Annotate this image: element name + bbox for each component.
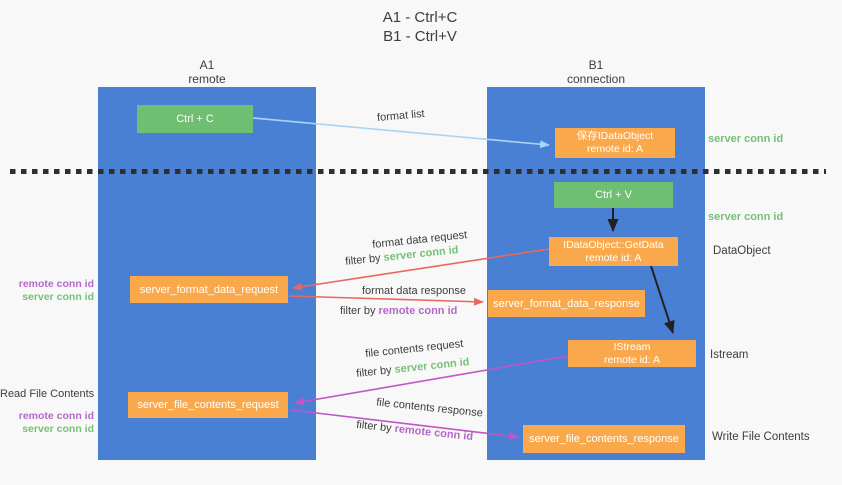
title-line-2: B1 - Ctrl+V [383, 28, 457, 45]
remote-conn-id-text: remote conn id [378, 305, 458, 317]
label-format-list: format list [376, 107, 426, 125]
node-server-file-contents-response: server_file_contents_response [523, 425, 685, 453]
column-b1-header: B1 connection [487, 58, 705, 86]
label-istream: Istream [710, 349, 749, 361]
label-write-file-contents: Write File Contents [712, 431, 810, 443]
dotted-divider-line [10, 169, 826, 174]
label-server-conn-id-left-1: server conn id [22, 290, 94, 303]
remote-conn-id-text: remote conn id [393, 422, 474, 444]
node-save-dataobject: 保存IDataObject remote id: A [555, 128, 675, 158]
node-getdata-line2: remote id: A [585, 251, 642, 264]
label-group-file-left: Read File Contents remote conn id server… [0, 388, 94, 435]
column-a1-subtitle: remote [188, 72, 226, 86]
server-conn-id-text: server conn id [393, 356, 471, 376]
label-file-contents-response: file contents response [375, 396, 484, 420]
column-a1-header: A1 remote [98, 58, 316, 86]
node-istream-line2: remote id: A [603, 353, 661, 366]
label-server-conn-id-right-1: server conn id [708, 133, 784, 145]
filter-by-text: filter by [344, 251, 385, 268]
node-ctrl-v: Ctrl + V [554, 182, 673, 208]
node-getdata: IDataObject::GetData remote id: A [549, 237, 678, 266]
label-remote-conn-id-left-2: remote conn id [18, 410, 94, 422]
label-server-conn-id-left-2: server conn id [22, 422, 94, 435]
node-server-format-data-response: server_format_data_response [488, 290, 645, 317]
label-filter-remote-2: filter by remote conn id [356, 419, 474, 443]
node-server-file-contents-request: server_file_contents_request [128, 392, 288, 418]
label-group-format-left: remote conn id server conn id [0, 278, 94, 303]
column-b1-title: B1 [588, 58, 604, 72]
node-save-dataobject-line1: 保存IDataObject [576, 130, 654, 142]
node-ctrl-c: Ctrl + C [137, 105, 253, 133]
column-b1-subtitle: connection [566, 72, 626, 86]
filter-by-text: filter by [355, 418, 396, 435]
title-line-1: A1 - Ctrl+C [382, 9, 458, 26]
label-read-file-contents: Read File Contents [0, 388, 95, 400]
diagram-title: A1 - Ctrl+C B1 - Ctrl+V [300, 8, 540, 46]
node-istream-line1: IStream [613, 340, 651, 353]
label-filter-remote-1: filter by remote conn id [340, 305, 457, 317]
label-filter-server-2: filter by server conn id [356, 356, 470, 380]
node-istream: IStream remote id: A [568, 340, 696, 367]
node-save-dataobject-line2: remote id: A [586, 143, 644, 155]
label-format-data-response: format data response [362, 285, 466, 297]
label-remote-conn-id-left-1: remote conn id [18, 278, 94, 290]
column-a1-title: A1 [199, 58, 215, 72]
node-server-format-data-request: server_format_data_request [130, 276, 288, 303]
node-getdata-line1: IDataObject::GetData [563, 238, 664, 251]
label-file-contents-request: file contents request [364, 337, 464, 361]
label-dataobject: DataObject [713, 245, 771, 257]
filter-by-text: filter by [355, 363, 396, 380]
filter-by-text: filter by [340, 305, 379, 317]
label-server-conn-id-right-2: server conn id [708, 211, 784, 223]
